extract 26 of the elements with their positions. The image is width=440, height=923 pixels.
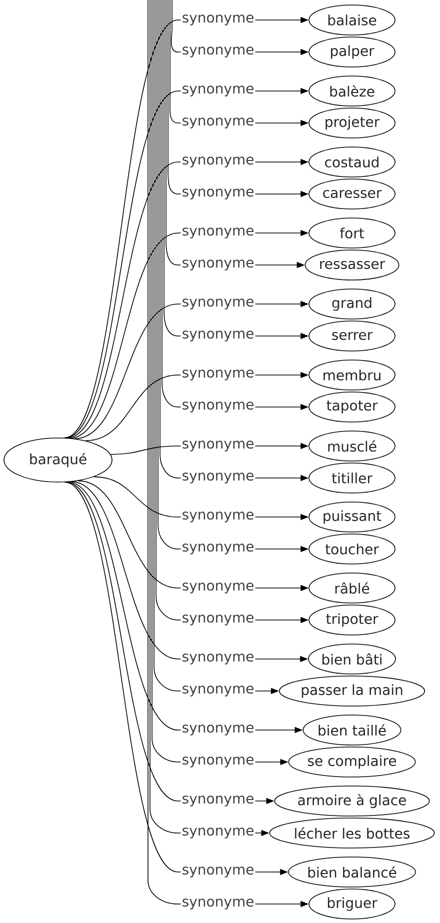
edge-label: synonyme <box>180 368 256 382</box>
edge-label: synonyme <box>180 794 256 808</box>
edge-label: synonyme <box>180 84 256 98</box>
edge-label: synonyme <box>180 724 256 736</box>
edge-label: synonyme <box>180 330 256 342</box>
edge-label: synonyme <box>180 298 256 310</box>
edge-label: synonyme <box>180 188 256 200</box>
edge-label: synonyme <box>180 756 256 768</box>
edge-label: synonyme <box>180 226 256 240</box>
edge-label: synonyme <box>180 826 256 840</box>
edge-label: synonyme <box>180 898 256 910</box>
edge-label: synonyme <box>180 510 256 524</box>
edge-label: synonyme <box>180 472 256 484</box>
edge-label: synonyme <box>180 400 256 414</box>
edge-label: synonyme <box>180 652 256 666</box>
edge-label: synonyme <box>180 258 256 272</box>
edge-label: synonyme <box>180 116 256 130</box>
edge-label: synonyme <box>180 866 256 878</box>
edge-label: synonyme <box>180 542 256 556</box>
edge-label: synonyme <box>180 156 256 168</box>
edge-label: synonyme <box>180 582 256 594</box>
edge-label: synonyme <box>180 614 256 626</box>
edge-label: synonyme <box>180 440 256 452</box>
edge-label: synonyme <box>180 14 256 26</box>
edge-label: synonyme <box>180 684 256 698</box>
edge-label: synonyme <box>180 46 256 58</box>
